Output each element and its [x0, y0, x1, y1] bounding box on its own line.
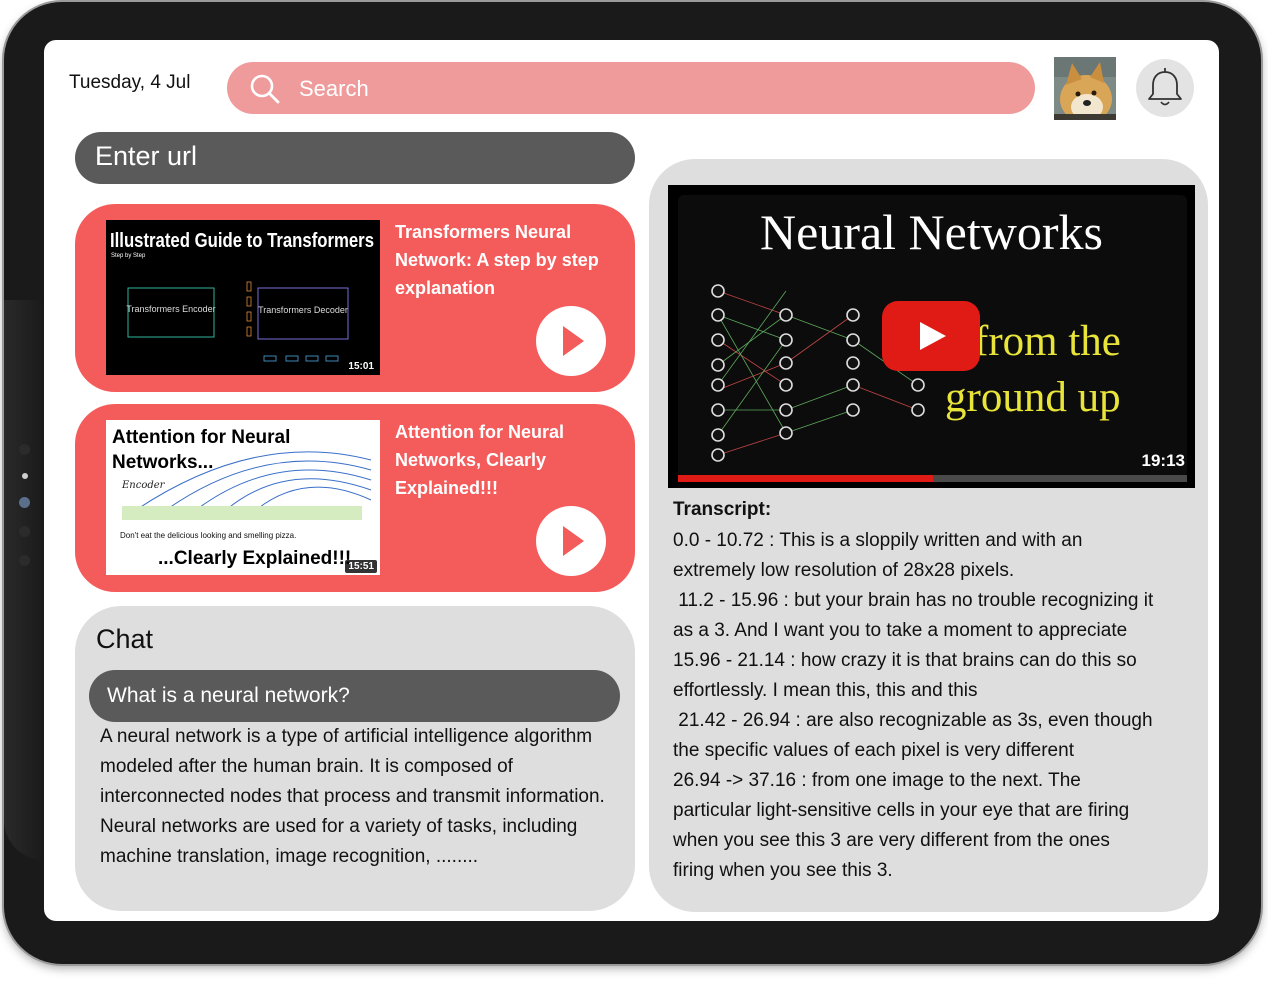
search-input[interactable]: [297, 62, 1001, 116]
tablet-edge-shade: [4, 300, 44, 860]
transcript-title: Transcript:: [673, 499, 772, 520]
chat-answer-text: A neural network is a type of artificial…: [100, 726, 605, 867]
video-title[interactable]: Attention for Neural Networks, Clearly E…: [395, 422, 564, 498]
transcript-text: 0.0 - 10.72 : This is a sloppily written…: [673, 526, 1193, 886]
chat-question-text: What is a neural network?: [107, 684, 350, 707]
date-label: Tuesday, 4 Jul: [69, 72, 191, 93]
side-dot: [19, 444, 30, 455]
play-button[interactable]: [536, 306, 606, 376]
thumbnail-subheading: Step by Step: [111, 253, 146, 259]
bell-icon: [1148, 68, 1182, 106]
transcript-line: as a 3. And I want you to take a moment …: [673, 620, 1128, 641]
transformers-thumbnail-art: Illustrated Guide to Transformers Step b…: [106, 220, 380, 375]
url-input-placeholder: Enter url: [95, 141, 198, 171]
video-player-panel: Neural Networks from the ground up 19:13…: [649, 159, 1208, 912]
transcript-line: 0.0 - 10.72 : This is a sloppily written…: [673, 530, 1083, 551]
app-screen: Tuesday, 4 Jul Enter url: [44, 40, 1219, 921]
transcript-line: particular light-sensitive cells in your…: [673, 800, 1130, 821]
side-dots: [19, 444, 31, 584]
thumbnail-words: Don't eat the delicious looking and smel…: [120, 531, 296, 540]
url-input[interactable]: Enter url: [75, 132, 635, 184]
camera-dot: [19, 497, 30, 508]
transcript-line: when you see this 3 are very different f…: [673, 830, 1110, 851]
transcript-line: the specific values of each pixel is ver…: [673, 740, 1074, 761]
side-dot: [22, 473, 28, 479]
search-icon: [250, 74, 280, 104]
video-card[interactable]: Attention for Neural Networks... Encoder…: [75, 404, 635, 592]
transcript-line: firing when you see this 3.: [673, 860, 893, 881]
thumbnail-heading: Attention for Neural Networks...: [112, 427, 296, 473]
transcript-line: 26.94 -> 37.16 : from one image to the n…: [673, 770, 1081, 791]
video-card[interactable]: Illustrated Guide to Transformers Step b…: [75, 204, 635, 392]
player-duration: 19:13: [1141, 451, 1185, 470]
chat-title: Chat: [96, 624, 154, 654]
video-thumbnail[interactable]: Attention for Neural Networks... Encoder…: [106, 420, 380, 575]
transcript-line: extremely low resolution of 28x28 pixels…: [673, 560, 1015, 581]
chat-panel: Chat What is a neural network? A neural …: [75, 606, 635, 911]
video-duration: 15:01: [345, 360, 377, 373]
encoder-label: Encoder: [121, 480, 166, 491]
transcript-line: 15.96 - 21.14 : how crazy it is that bra…: [673, 650, 1137, 671]
video-title[interactable]: Transformers Neural Network: A step by s…: [395, 222, 599, 298]
thumbnail-footer: ...Clearly Explained!!!: [158, 548, 351, 569]
player-title-line-1: Neural Networks: [760, 204, 1103, 260]
encoder-label: Transformers Encoder: [126, 304, 215, 314]
chat-question-bubble[interactable]: What is a neural network?: [89, 670, 620, 722]
video-duration: 15:51: [345, 560, 377, 573]
transcript-line: effortlessly. I mean this, this and this: [673, 680, 978, 701]
search-bar[interactable]: [227, 62, 1035, 116]
attention-thumbnail-art: Attention for Neural Networks... Encoder…: [106, 420, 380, 575]
youtube-play-button[interactable]: [882, 301, 980, 371]
video-thumbnail[interactable]: Illustrated Guide to Transformers Step b…: [106, 220, 380, 375]
transcript-line: 21.42 - 26.94 : are also recognizable as…: [673, 710, 1153, 731]
side-dot: [19, 555, 30, 566]
player-title-line-3: ground up: [945, 374, 1121, 421]
notifications-button[interactable]: [1136, 59, 1194, 117]
avatar[interactable]: [1054, 57, 1116, 120]
side-dot: [19, 526, 30, 537]
player-progress-fill: [678, 475, 933, 482]
thumbnail-heading: Illustrated Guide to Transformers: [110, 230, 374, 252]
neural-network-diagram: [711, 284, 925, 462]
video-player[interactable]: Neural Networks from the ground up 19:13: [668, 185, 1195, 488]
play-button[interactable]: [536, 506, 606, 576]
transcript-line: 11.2 - 15.96 : but your brain has no tro…: [673, 590, 1154, 611]
player-progress-bar[interactable]: [678, 475, 1187, 482]
player-title-line-2: from the: [974, 318, 1121, 365]
doge-avatar-image: [1054, 57, 1116, 120]
decoder-label: Transformers Decoder: [258, 305, 348, 315]
